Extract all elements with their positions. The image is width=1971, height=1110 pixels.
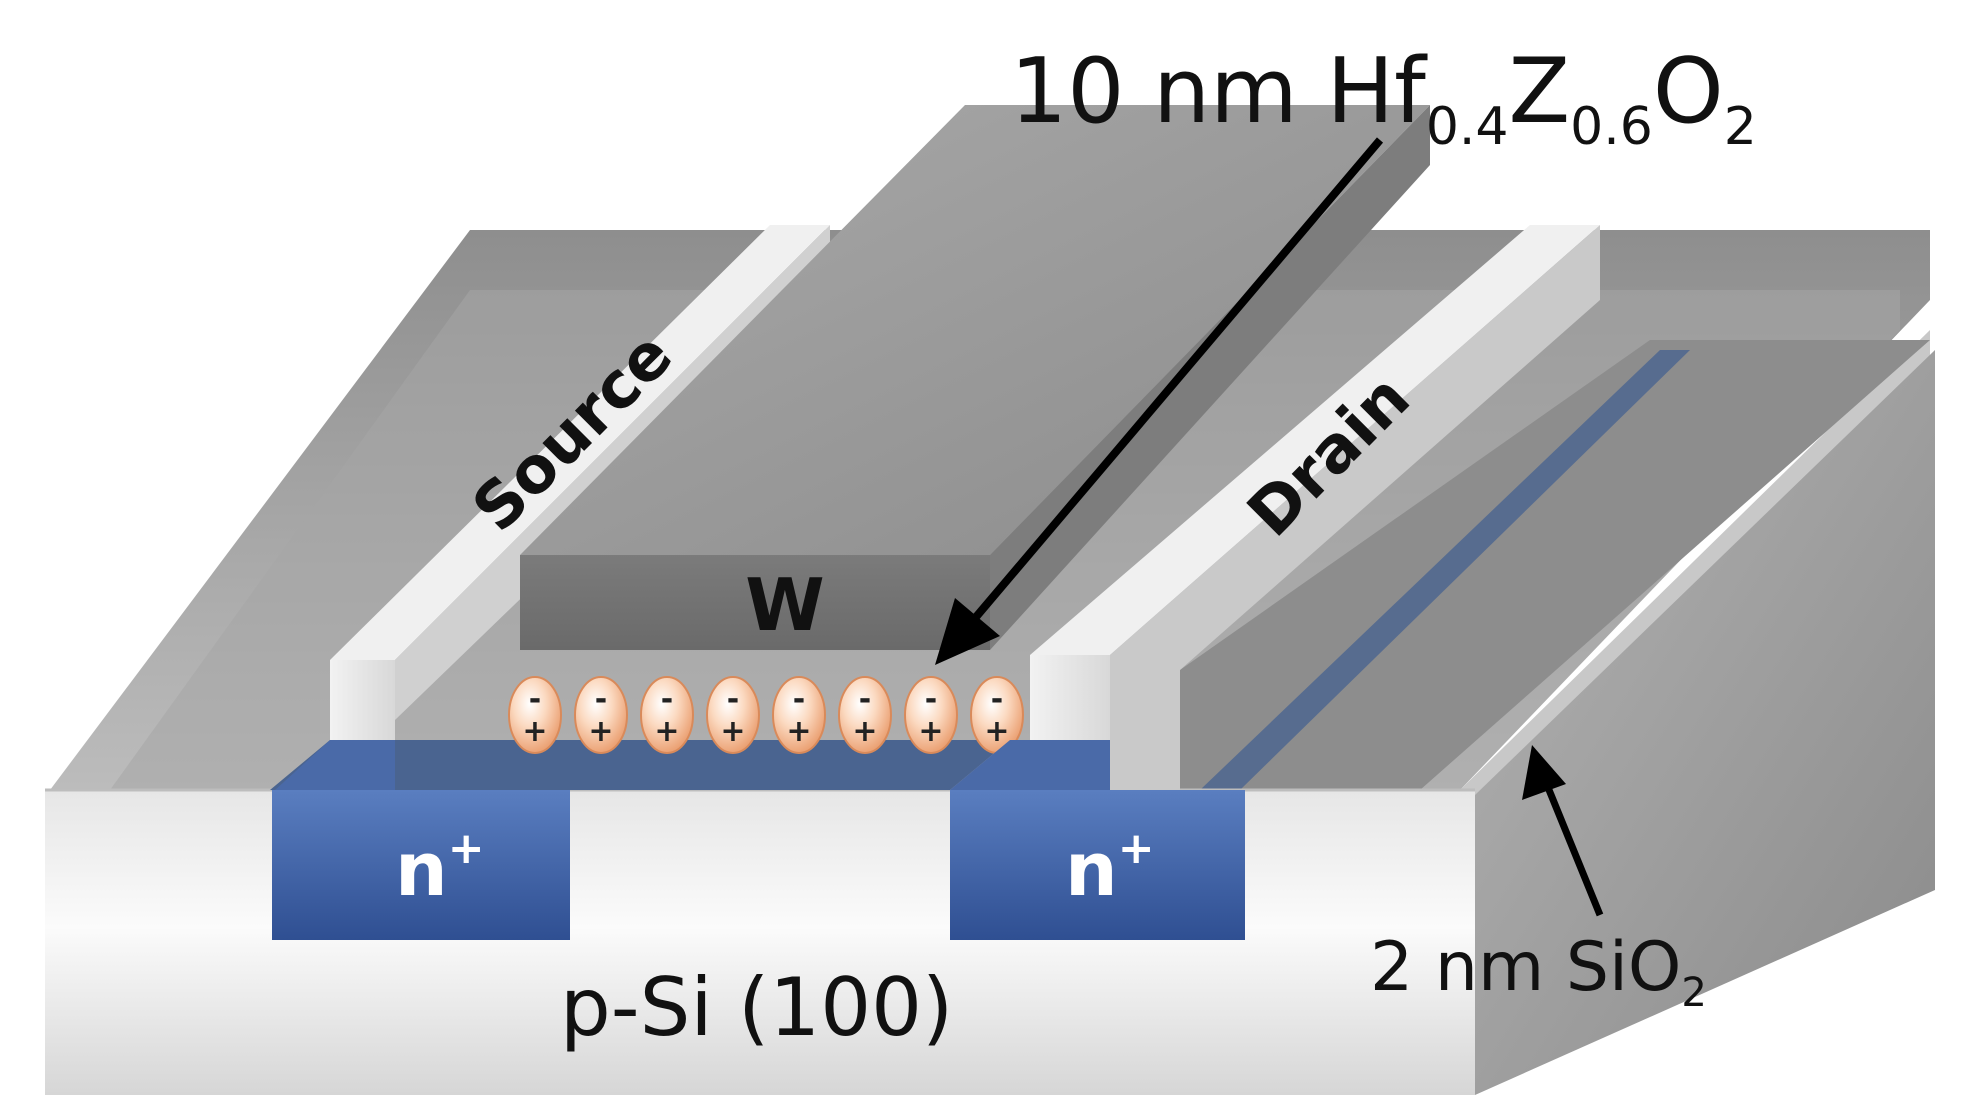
gate-front <box>520 555 990 650</box>
substrate-right-top <box>1460 330 1930 800</box>
dipole: -+ <box>772 676 826 754</box>
n-plus-left-label: n+ <box>395 823 485 913</box>
dipole: -+ <box>838 676 892 754</box>
dipole-plus: + <box>984 714 1009 749</box>
channel-interface <box>270 740 1010 790</box>
gate-top <box>520 105 1430 555</box>
dipole-minus: - <box>925 682 937 717</box>
n-plus-left-region <box>272 790 570 940</box>
right-trench-wall <box>1180 340 1930 790</box>
dipole-shape <box>904 676 958 754</box>
dipole-shape <box>772 676 826 754</box>
dipole-minus: - <box>727 682 739 717</box>
dipole-minus: - <box>859 682 871 717</box>
dipole: -+ <box>706 676 760 754</box>
dipole-plus: + <box>720 714 745 749</box>
gate-right-face <box>990 105 1430 650</box>
dipole-minus: - <box>529 682 541 717</box>
drain-spacer-top <box>1030 225 1600 655</box>
dipole-minus: - <box>661 682 673 717</box>
substrate-label: p-Si (100) <box>560 961 953 1054</box>
dipole: -+ <box>970 676 1024 754</box>
dipole-plus: + <box>522 714 547 749</box>
dipole-shape <box>640 676 694 754</box>
sio2-label: 2 nm SiO2 <box>1370 928 1707 1016</box>
dipole-minus: - <box>991 682 1003 717</box>
hzo-arrow <box>935 137 1384 665</box>
n-plus-right-region <box>950 790 1245 940</box>
dipole: -+ <box>574 676 628 754</box>
dipole-plus: + <box>588 714 613 749</box>
sio2-interface-strip <box>1200 350 1690 790</box>
dipole-shape <box>838 676 892 754</box>
gate-label: W <box>745 563 824 647</box>
dipole-plus: + <box>852 714 877 749</box>
dipole-plus: + <box>918 714 943 749</box>
dipole-plus: + <box>654 714 679 749</box>
dipole: -+ <box>640 676 694 754</box>
drain-spacer-side <box>1110 225 1600 790</box>
dipole-minus: - <box>595 682 607 717</box>
sio2-arrow <box>1522 745 1604 917</box>
dipole-shape <box>574 676 628 754</box>
dipole-plus: + <box>786 714 811 749</box>
dipole-minus: - <box>793 682 805 717</box>
dipole: -+ <box>508 676 562 754</box>
substrate-right-face <box>1475 350 1935 1095</box>
dipole-row: -+-+-+-+-+-+-+-+ <box>508 676 1024 754</box>
n-plus-left-top <box>275 740 395 790</box>
dipole-shape <box>706 676 760 754</box>
dipole-shape <box>508 676 562 754</box>
hzo-label: 10 nm Hf0.4Z0.6O2 <box>1010 39 1757 157</box>
dipole: -+ <box>904 676 958 754</box>
source-spacer-top <box>330 225 830 660</box>
n-plus-right-label: n+ <box>1065 823 1155 913</box>
n-plus-right-top <box>950 740 1110 790</box>
